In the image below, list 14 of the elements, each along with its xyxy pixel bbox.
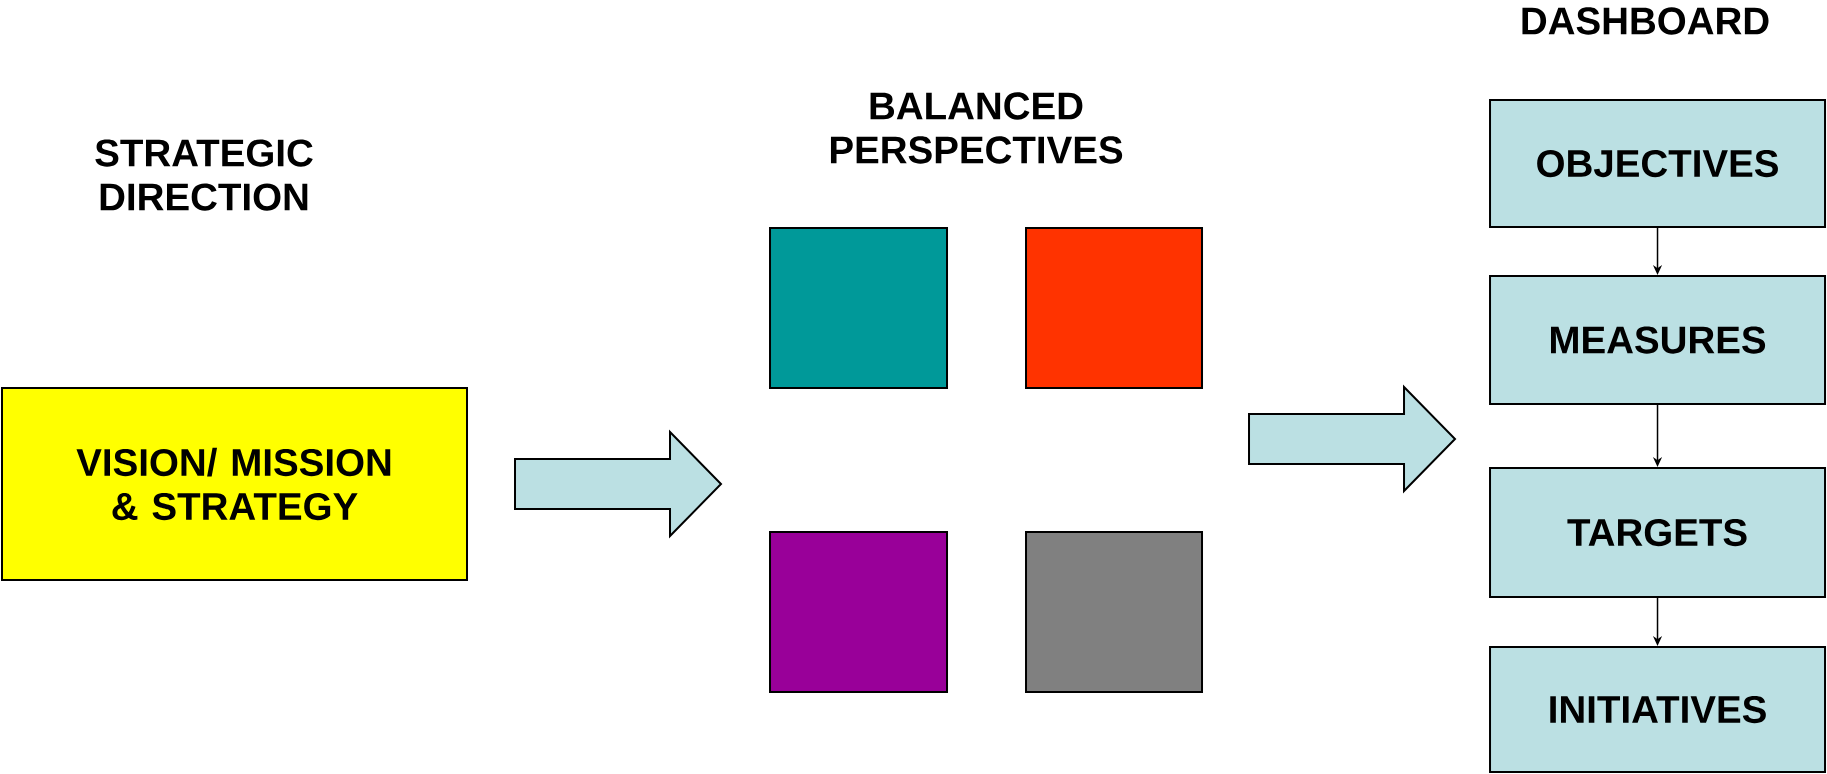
text-box: INITIATIVES	[1489, 646, 1827, 773]
arrow	[1248, 384, 1457, 494]
heading: DASHBOARD	[1522, 7, 1769, 35]
square	[769, 531, 948, 693]
text-box: OBJECTIVES	[1489, 99, 1827, 228]
square	[769, 227, 948, 389]
arrow	[514, 429, 723, 539]
text-box: VISION/ MISSION & STRATEGY	[1, 387, 468, 581]
heading: BALANCED PERSPECTIVES	[830, 92, 1123, 164]
text-box: TARGETS	[1489, 467, 1827, 598]
square	[1025, 531, 1203, 693]
text-box: MEASURES	[1489, 275, 1827, 405]
square	[1025, 227, 1203, 389]
heading: STRATEGIC DIRECTION	[95, 139, 313, 211]
